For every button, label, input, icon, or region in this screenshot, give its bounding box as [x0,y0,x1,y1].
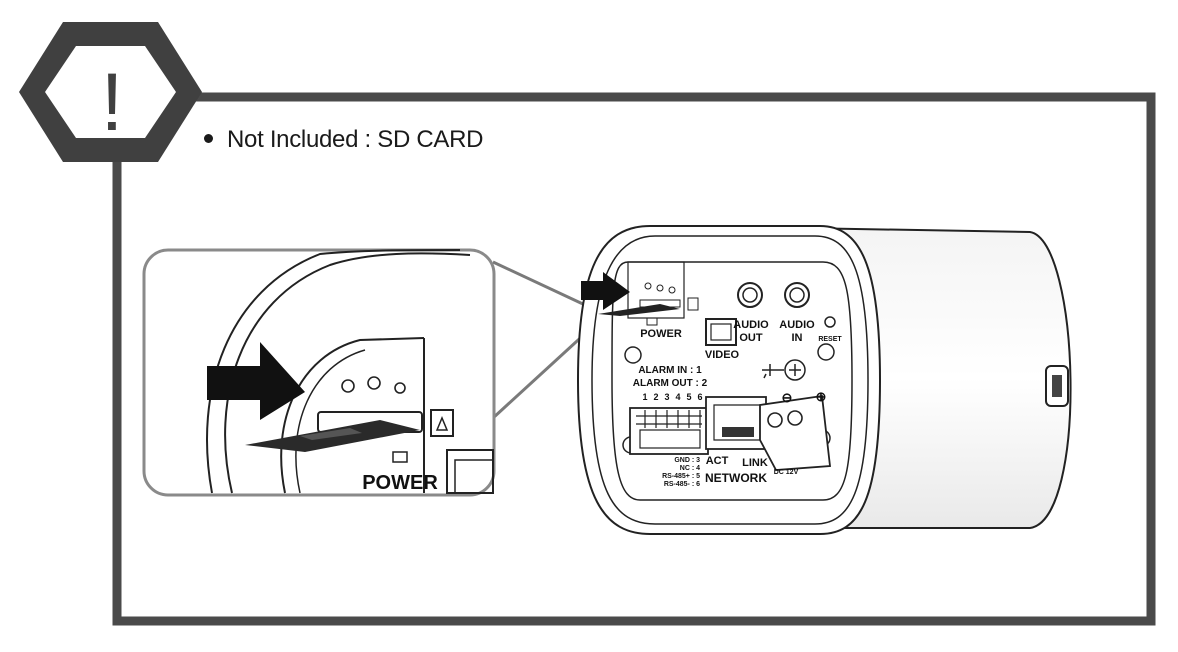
pin-2: 2 [653,392,658,402]
pin-note-rs485p: RS-485+ : 5 [662,473,700,480]
zoom-guide-line [492,260,601,314]
pin-6: 6 [697,392,702,402]
dc-minus-symbol: ⊖ [782,390,793,405]
pin-4: 4 [675,392,680,402]
insert-arrow-icon [581,272,630,310]
audio-out-label-line2: OUT [739,332,763,344]
dc-plus-symbol: ⊕ [816,389,827,404]
pin-5: 5 [686,392,691,402]
camera-body: POWER VIDEO AUDIO OUT AUDIO IN RESET ALA… [576,225,1072,535]
alarm-in-label: ALARM IN : 1 [638,365,702,376]
video-label: VIDEO [705,349,740,361]
reset-label: RESET [818,336,842,343]
pin-3: 3 [664,392,669,402]
insert-arrow-icon [207,342,305,420]
audio-in-label-line1: AUDIO [779,319,815,331]
network-label: NETWORK [705,471,767,485]
note-text: Not Included : SD CARD [227,126,484,153]
camera-power-label: POWER [640,328,682,340]
sd-card [598,304,680,316]
pin-1: 1 [642,392,647,402]
zoom-inset: POWER [142,248,496,497]
bullet-icon [204,134,213,144]
dc-label: DC 12V [774,469,799,476]
warning-glyph: ! [101,57,124,148]
link-label: LINK [742,457,768,469]
alarm-out-label: ALARM OUT : 2 [633,378,708,389]
alarm-terminal-block [629,407,709,455]
inset-power-label: POWER [362,472,438,494]
pin-note-gnd: GND : 3 [674,457,700,464]
act-label: ACT [706,455,729,467]
pin-note-nc: NC : 4 [680,465,700,472]
audio-in-label-line2: IN [792,332,803,344]
warning-hexagon-icon: ! [19,22,202,162]
pin-note-rs485n: RS-485- : 6 [664,481,700,488]
dc-terminal [759,394,832,471]
notice-frame [112,92,1156,626]
audio-out-label-line1: AUDIO [733,319,769,331]
not-included-note: Not Included : SD CARD [204,126,483,154]
